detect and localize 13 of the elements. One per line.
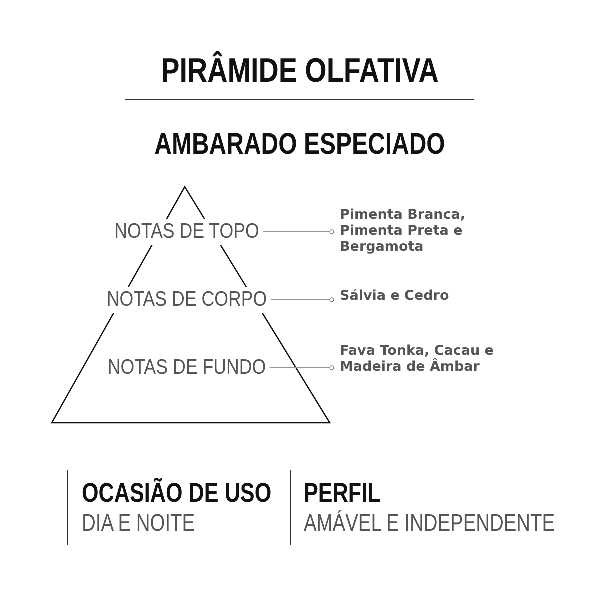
section-heading: OCASIÃO DE USO	[82, 478, 272, 509]
leader-line	[270, 298, 334, 302]
title: PIRÂMIDE OLFATIVA	[160, 52, 440, 91]
leader-line	[269, 366, 334, 370]
notes-text: Fava Tonka, Cacau e Madeira de Âmbar	[340, 343, 515, 375]
section-heading: PERFIL	[304, 478, 381, 509]
subtitle: AMBARADO ESPECIADO	[154, 128, 446, 162]
notes-text: Pimenta Branca, Pimenta Preta e Bergamota	[340, 207, 515, 255]
section-value: AMÁVEL E INDEPENDENTE	[304, 510, 556, 538]
section-value: DIA E NOITE	[82, 510, 196, 538]
leader-line	[262, 230, 334, 234]
notes-text: Sálvia e Cedro	[340, 288, 515, 304]
tier-label: NOTAS DE CORPO	[105, 287, 269, 313]
